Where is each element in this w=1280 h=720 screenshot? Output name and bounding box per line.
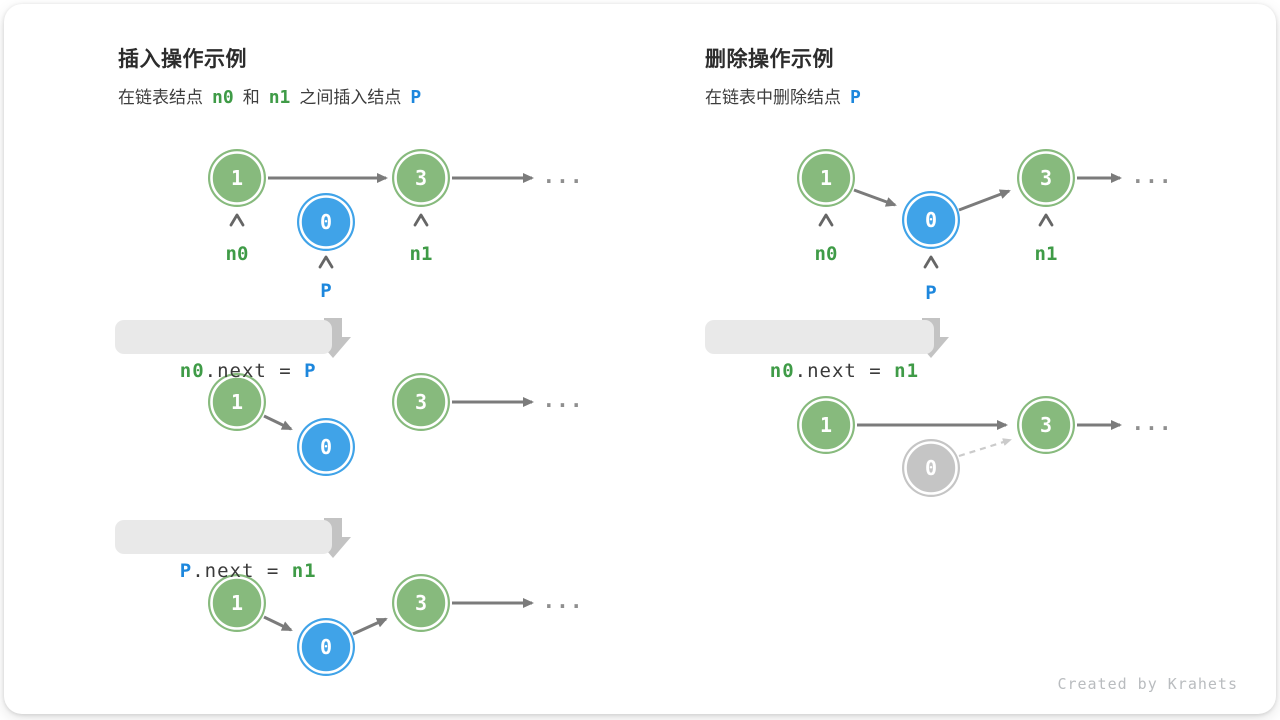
pointer-caret	[1038, 213, 1054, 227]
arrow-1-to-0	[853, 188, 897, 207]
node-3: 3	[392, 149, 450, 207]
label-n1: n1	[410, 243, 433, 265]
node-0-new: 0	[297, 618, 355, 676]
arrow-1-to-0	[263, 414, 293, 431]
token-n1: n1	[268, 87, 291, 108]
subtitle-text: 和	[242, 88, 260, 107]
code-lhs: P	[179, 560, 193, 582]
node-3: 3	[392, 574, 450, 632]
code-statement-insert-1: n0.next = P	[115, 320, 332, 382]
node-1: 1	[208, 373, 266, 431]
insert-panel-title: 插入操作示例	[118, 48, 247, 71]
ellipsis: ...	[1132, 164, 1173, 188]
pointer-caret	[818, 213, 834, 227]
label-p: P	[925, 282, 936, 304]
node-value: 3	[415, 390, 427, 414]
node-0-deleted: 0	[902, 439, 960, 497]
node-value: 3	[415, 166, 427, 190]
delete-panel-subtitle: 在链表中删除结点 P	[705, 83, 861, 108]
insert-step0-row: ... 1 3 0 n0 n1 P	[208, 149, 584, 302]
pointer-caret	[318, 255, 334, 269]
node-value: 1	[231, 390, 243, 414]
node-1: 1	[208, 149, 266, 207]
pointer-caret	[413, 213, 429, 227]
node-3: 3	[392, 373, 450, 431]
code-mid: .next =	[204, 360, 305, 382]
node-value: 0	[320, 210, 332, 234]
token-p: P	[410, 87, 422, 108]
ellipsis: ...	[543, 164, 584, 188]
node-value: 3	[415, 591, 427, 615]
node-value: 1	[231, 591, 243, 615]
node-0-target: 0	[902, 191, 960, 249]
code-rhs: n1	[291, 560, 317, 582]
delete-step0-row: ... 1 3 0 n0 n1 P	[797, 149, 1173, 304]
node-value: 1	[231, 166, 243, 190]
label-p: P	[320, 280, 331, 302]
node-3: 3	[1017, 396, 1075, 454]
node-value: 1	[820, 166, 832, 190]
node-value: 3	[1040, 413, 1052, 437]
code-mid: .next =	[192, 560, 292, 582]
ellipsis: ...	[543, 388, 584, 412]
node-value: 0	[320, 435, 332, 459]
code-mid: .next =	[794, 360, 895, 382]
subtitle-text: 在链表结点	[118, 88, 203, 107]
arrow-1-to-0	[263, 615, 293, 632]
pointer-caret	[923, 255, 939, 269]
ellipsis: ...	[1132, 411, 1173, 435]
node-value: 0	[925, 456, 937, 480]
code-statement-delete-1: n0.next = n1	[705, 320, 935, 382]
node-value: 0	[925, 208, 937, 232]
node-3: 3	[1017, 149, 1075, 207]
node-1: 1	[797, 396, 855, 454]
pointer-caret	[229, 213, 245, 227]
label-n1: n1	[1035, 243, 1058, 265]
label-n0: n0	[226, 243, 249, 265]
code-lhs: n0	[179, 360, 205, 382]
node-0-new: 0	[297, 418, 355, 476]
node-0-new: 0	[297, 193, 355, 251]
watermark-credit: Created by Krahets	[1057, 675, 1238, 693]
token-n0: n0	[212, 87, 234, 108]
subtitle-text: 之间插入结点	[299, 88, 402, 107]
ellipsis: ...	[543, 589, 584, 613]
insert-step1-row: ... 1 3 0	[208, 373, 584, 476]
delete-step1-row: ... 1 3 0	[797, 396, 1173, 497]
node-value: 1	[820, 413, 832, 437]
node-1: 1	[208, 574, 266, 632]
arrow-0-to-3	[958, 189, 1011, 212]
insert-step2-row: ... 1 3 0	[208, 574, 584, 676]
node-value: 0	[320, 635, 332, 659]
arrow-0-to-3	[352, 617, 388, 636]
delete-panel-title: 删除操作示例	[705, 48, 834, 71]
arrow-0-to-3-removed	[958, 438, 1012, 458]
code-rhs: n1	[894, 360, 920, 382]
token-p: P	[850, 87, 861, 108]
node-1: 1	[797, 149, 855, 207]
code-statement-insert-2: P.next = n1	[115, 520, 332, 582]
label-n0: n0	[815, 243, 838, 265]
node-value: 3	[1040, 166, 1052, 190]
code-lhs: n0	[769, 360, 795, 382]
code-rhs: P	[304, 360, 317, 382]
subtitle-text: 在链表中删除结点	[705, 88, 841, 107]
insert-panel-subtitle: 在链表结点 n0 和 n1 之间插入结点 P	[118, 83, 421, 108]
